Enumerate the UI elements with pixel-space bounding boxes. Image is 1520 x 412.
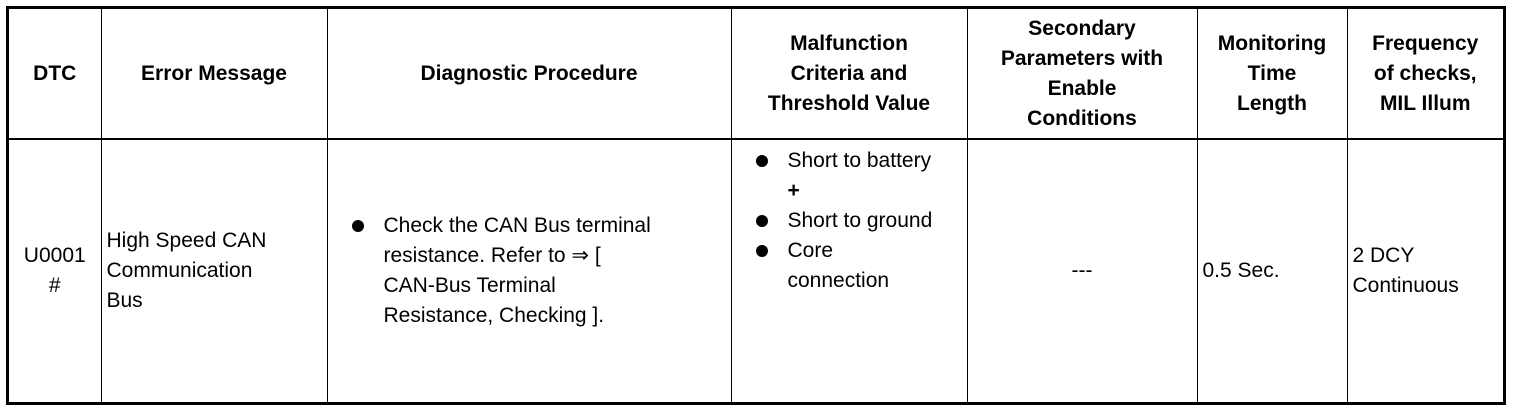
cell-error-message: High Speed CAN Communication Bus (100, 138, 328, 402)
dtc-table: DTC Error Message Diagnostic Procedure M… (9, 9, 1503, 402)
bullet-icon (755, 155, 768, 167)
cell-frequency: 2 DCY Continuous (1346, 138, 1503, 402)
criteria-list: Short to battery + Short to ground Core … (754, 146, 961, 296)
header-row: DTC Error Message Diagnostic Procedure M… (9, 9, 1503, 140)
cell-secondary-parameters: --- (966, 138, 1198, 402)
table-row: U0001 # High Speed CAN Communication Bus… (9, 138, 1503, 402)
cell-malfunction-criteria: Short to battery + Short to ground Core … (730, 138, 968, 402)
header-monitoring-time: Monitoring Time Length (1196, 9, 1348, 140)
cell-diagnostic-procedure: Check the CAN Bus terminal resistance. R… (326, 138, 732, 402)
list-item: Check the CAN Bus terminal resistance. R… (350, 211, 723, 331)
cell-dtc: U0001 # (9, 138, 102, 402)
procedure-list: Check the CAN Bus terminal resistance. R… (350, 211, 723, 331)
bullet-icon (351, 220, 364, 232)
header-malfunction-criteria: Malfunction Criteria and Threshold Value (730, 9, 968, 140)
header-diagnostic-procedure: Diagnostic Procedure (326, 9, 732, 140)
list-item: Core connection (754, 236, 961, 296)
dtc-table-frame: DTC Error Message Diagnostic Procedure M… (6, 6, 1506, 405)
header-error-message: Error Message (100, 9, 328, 140)
bullet-icon (755, 245, 768, 257)
header-dtc: DTC (9, 9, 102, 140)
list-item: Short to ground (754, 206, 961, 236)
cell-monitoring-time: 0.5 Sec. (1196, 138, 1348, 402)
header-frequency: Frequency of checks, MIL Illum (1346, 9, 1503, 140)
list-item: Short to battery + (754, 146, 961, 206)
bullet-icon (755, 215, 768, 227)
header-secondary-parameters: Secondary Parameters with Enable Conditi… (966, 9, 1198, 140)
